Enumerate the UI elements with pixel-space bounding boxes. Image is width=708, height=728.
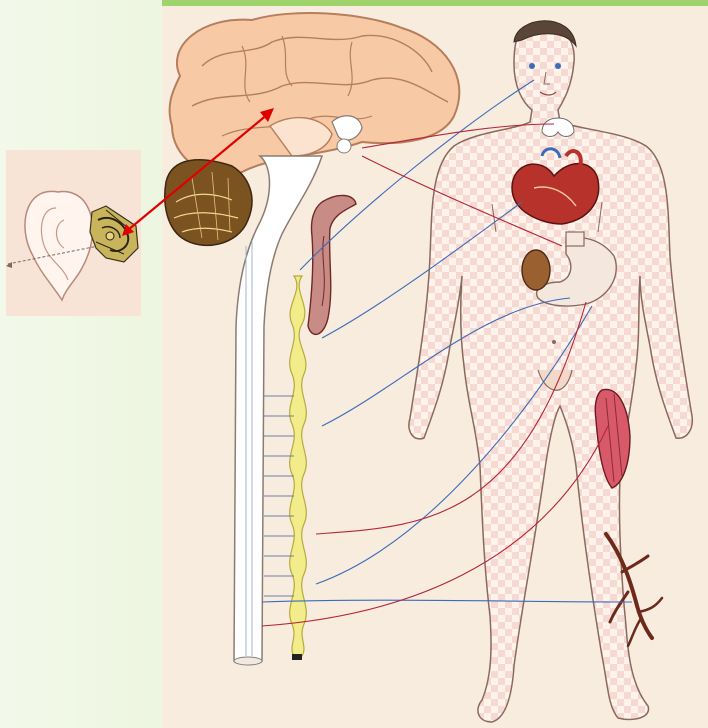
- arrow-icon: [128, 114, 268, 230]
